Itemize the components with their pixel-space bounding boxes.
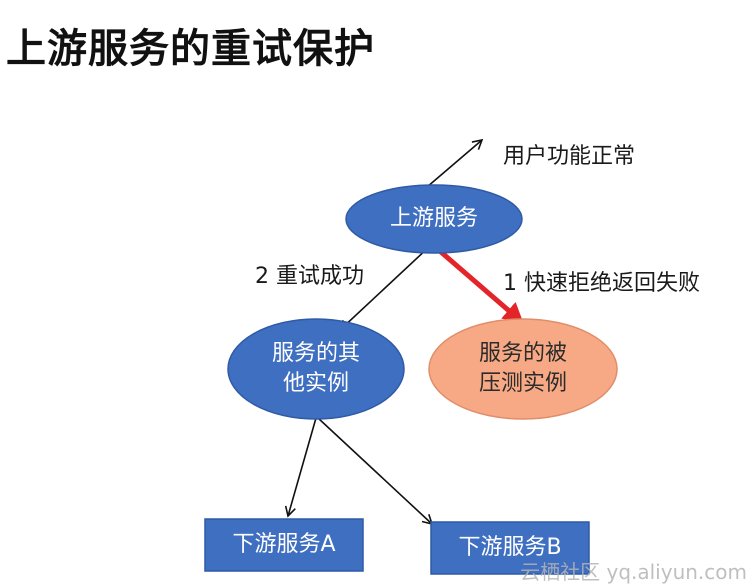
label-user-ok: 用户功能正常 bbox=[503, 144, 636, 169]
watermark: 云栖社区 yq.aliyun.com bbox=[520, 560, 747, 584]
node-downstream-b-label: 下游服务B bbox=[458, 535, 562, 560]
node-downstream-b-shape bbox=[430, 521, 590, 575]
node-other-instance-label-1: 服务的其 bbox=[271, 341, 360, 366]
edge-to-downstream-a bbox=[284, 417, 317, 518]
node-pressured-instance-shape bbox=[428, 318, 618, 420]
node-downstream-a-label: 下游服务A bbox=[232, 532, 336, 557]
edge-fast-reject bbox=[432, 244, 524, 324]
node-pressured-instance-label-1: 服务的被 bbox=[478, 341, 567, 366]
edge-to-downstream-b bbox=[317, 417, 434, 526]
page-title: 上游服务的重试保护 bbox=[6, 26, 375, 72]
node-pressured-instance-label-2: 压测实例 bbox=[478, 371, 567, 396]
edge-retry-success bbox=[338, 245, 431, 332]
label-fast-reject: 1 快速拒绝返回失败 bbox=[503, 271, 700, 296]
node-other-instance-shape bbox=[227, 318, 405, 420]
node-downstream-a-shape bbox=[204, 518, 364, 572]
edge-user-ok bbox=[419, 138, 484, 194]
node-upstream-label: 上游服务 bbox=[389, 206, 478, 231]
node-upstream-shape bbox=[345, 184, 523, 254]
node-other-instance-label-2: 他实例 bbox=[282, 371, 349, 396]
label-retry-success: 2 重试成功 bbox=[255, 264, 364, 289]
